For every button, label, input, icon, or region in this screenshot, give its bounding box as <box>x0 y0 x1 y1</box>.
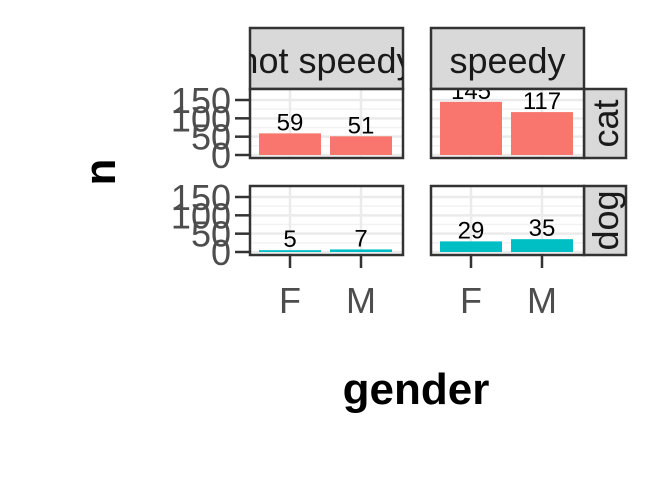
y-tick-label: 50 <box>191 214 231 255</box>
y-axis-title: n <box>76 159 125 186</box>
x-tick-label: M <box>346 280 376 321</box>
y-axis-bottom: 0 50 100 150 <box>171 177 250 273</box>
panel-border <box>429 87 586 160</box>
x-tick-label: F <box>460 280 482 321</box>
row-strip-label: cat <box>585 99 626 147</box>
bar-value-label: 117 <box>523 88 561 115</box>
x-tick-label: F <box>279 280 301 321</box>
col-strip-label: speedy <box>449 40 565 81</box>
y-tick-label: 150 <box>171 80 231 121</box>
y-tick-label: 0 <box>211 135 231 176</box>
bar-value-label: 51 <box>348 112 375 139</box>
y-axis-top: 0 50 100 150 <box>171 80 250 176</box>
bar-cat-M <box>330 136 392 155</box>
panel-borders <box>248 87 586 257</box>
bar-dog-F <box>259 250 321 252</box>
panel-speedy-cat: 145 117 <box>431 78 584 158</box>
bar-dog-F <box>440 241 502 252</box>
bar-cat-F <box>259 133 321 155</box>
y-tick-label: 100 <box>171 195 231 236</box>
bar-value-label: 145 <box>451 78 491 105</box>
x-axis-speedy: F M <box>460 255 557 321</box>
bar-value-label: 7 <box>354 225 367 252</box>
bar-value-label: 35 <box>529 215 556 242</box>
panel-border <box>429 184 586 257</box>
col-strip-not-speedy: not speedy <box>238 26 414 91</box>
bar-value-label: 5 <box>283 226 296 253</box>
bar-dog-M <box>511 239 573 252</box>
bar-cat-M <box>511 112 573 155</box>
panel-not-speedy-cat: 59 51 <box>250 89 403 158</box>
bar-value-label: 59 <box>277 109 304 136</box>
col-strip-label: not speedy <box>238 40 414 81</box>
x-axis-not-speedy: F M <box>279 255 376 321</box>
x-axis-title: gender <box>343 365 490 414</box>
x-tick-label: M <box>527 280 557 321</box>
y-tick-label: 150 <box>171 177 231 218</box>
col-strip-speedy: speedy <box>429 26 586 91</box>
bar-value-label: 29 <box>458 217 485 244</box>
row-strip-label: dog <box>585 190 626 250</box>
panel-speedy-dog: 29 35 <box>431 186 584 255</box>
row-strip-dog: dog <box>582 184 628 257</box>
panel-border <box>248 87 405 160</box>
row-strip-cat: cat <box>582 87 628 160</box>
bar-dog-M <box>330 249 392 252</box>
panel-border <box>248 184 405 257</box>
bar-cat-F <box>440 101 502 155</box>
y-tick-label: 100 <box>171 98 231 139</box>
y-tick-label: 50 <box>191 117 231 158</box>
y-tick-label: 0 <box>211 232 231 273</box>
